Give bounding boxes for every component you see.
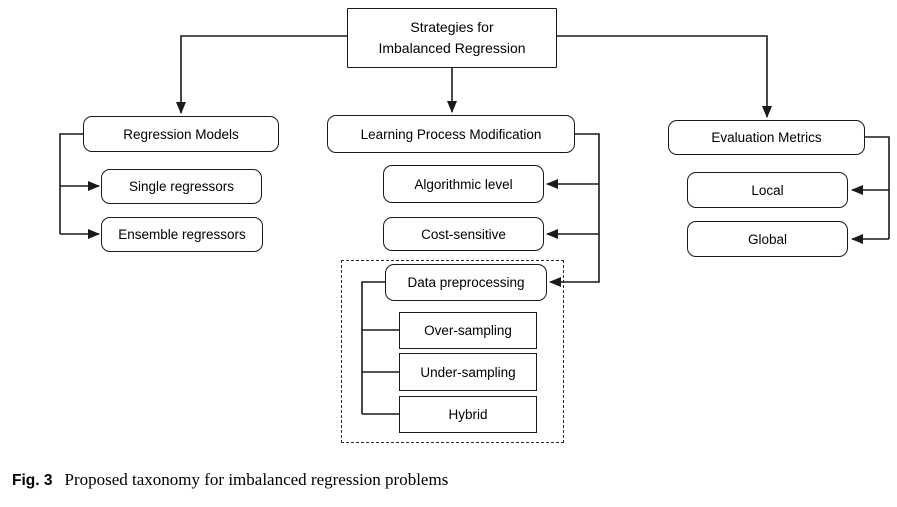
node-global: Global: [687, 221, 848, 257]
node-ensemble-regressors: Ensemble regressors: [101, 217, 263, 252]
node-hybrid: Hybrid: [399, 396, 537, 433]
node-strategies-root: Strategies for Imbalanced Regression: [347, 8, 557, 68]
node-regression-models: Regression Models: [83, 116, 279, 152]
node-cost-sensitive: Cost-sensitive: [383, 217, 544, 251]
data-preprocessing-group-outline: [341, 260, 564, 443]
node-learning-process-modification: Learning Process Modification: [327, 115, 575, 153]
node-strategies-root-line2: Imbalanced Regression: [378, 40, 526, 56]
node-strategies-root-line1: Strategies for: [410, 19, 494, 35]
connector-regression-models-trunk: [59, 133, 83, 234]
node-evaluation-metrics: Evaluation Metrics: [668, 120, 865, 155]
figure-caption-label: Fig. 3: [12, 472, 53, 489]
connector-root-to-evaluation-metrics: [557, 35, 772, 118]
figure-caption: Fig. 3 Proposed taxonomy for imbalanced r…: [12, 470, 448, 490]
node-single-regressors: Single regressors: [101, 169, 262, 204]
connector-learning-process-trunk: [549, 133, 600, 287]
connector-evaluation-metrics-trunk: [865, 136, 890, 239]
node-data-preprocessing: Data preprocessing: [385, 264, 547, 301]
figure-caption-text: Proposed taxonomy for imbalanced regress…: [64, 470, 449, 489]
node-under-sampling: Under-sampling: [399, 353, 537, 391]
node-algorithmic-level: Algorithmic level: [383, 165, 544, 203]
connector-data-preprocessing-trunk: [361, 281, 385, 414]
node-over-sampling: Over-sampling: [399, 312, 537, 349]
node-local: Local: [687, 172, 848, 208]
connector-root-to-regression-models: [176, 35, 347, 114]
